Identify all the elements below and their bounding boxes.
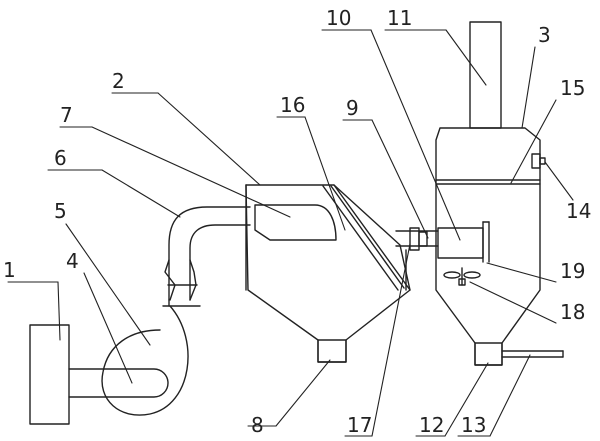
- label-12: 12: [419, 413, 444, 437]
- label-10: 10: [326, 6, 351, 30]
- label-2: 2: [112, 69, 125, 93]
- inlet-pipe: [68, 368, 169, 398]
- label-7: 7: [60, 103, 73, 127]
- first-vessel: [245, 184, 411, 363]
- side-discharge-pipe: [501, 350, 564, 358]
- label-14: 14: [566, 199, 591, 223]
- label-3: 3: [538, 23, 551, 47]
- side-fitting: [531, 153, 546, 169]
- label-5: 5: [54, 199, 67, 223]
- blower: [101, 299, 189, 416]
- label-9: 9: [346, 96, 359, 120]
- second-outlet: [474, 342, 503, 366]
- label-15: 15: [560, 76, 585, 100]
- label-18: 18: [560, 300, 585, 324]
- label-6: 6: [54, 146, 67, 170]
- motor: [29, 324, 70, 425]
- label-13: 13: [461, 413, 486, 437]
- label-11: 11: [387, 6, 412, 30]
- label-8: 8: [251, 413, 264, 437]
- label-4: 4: [66, 249, 79, 273]
- label-17: 17: [347, 413, 372, 437]
- label-19: 19: [560, 259, 585, 283]
- connector-pipe: [395, 227, 439, 291]
- exhaust-chimney: [469, 21, 502, 129]
- label-1: 1: [3, 258, 16, 282]
- first-outlet: [317, 339, 347, 363]
- reference-numerals: 1 2 3 4 5 6 7 8 9 10 11 12 13 14 15 16 1…: [3, 6, 591, 437]
- conveying-pipe: [162, 206, 251, 307]
- leader-lines: [7, 29, 574, 437]
- label-16: 16: [280, 93, 305, 117]
- second-vessel: [435, 127, 541, 366]
